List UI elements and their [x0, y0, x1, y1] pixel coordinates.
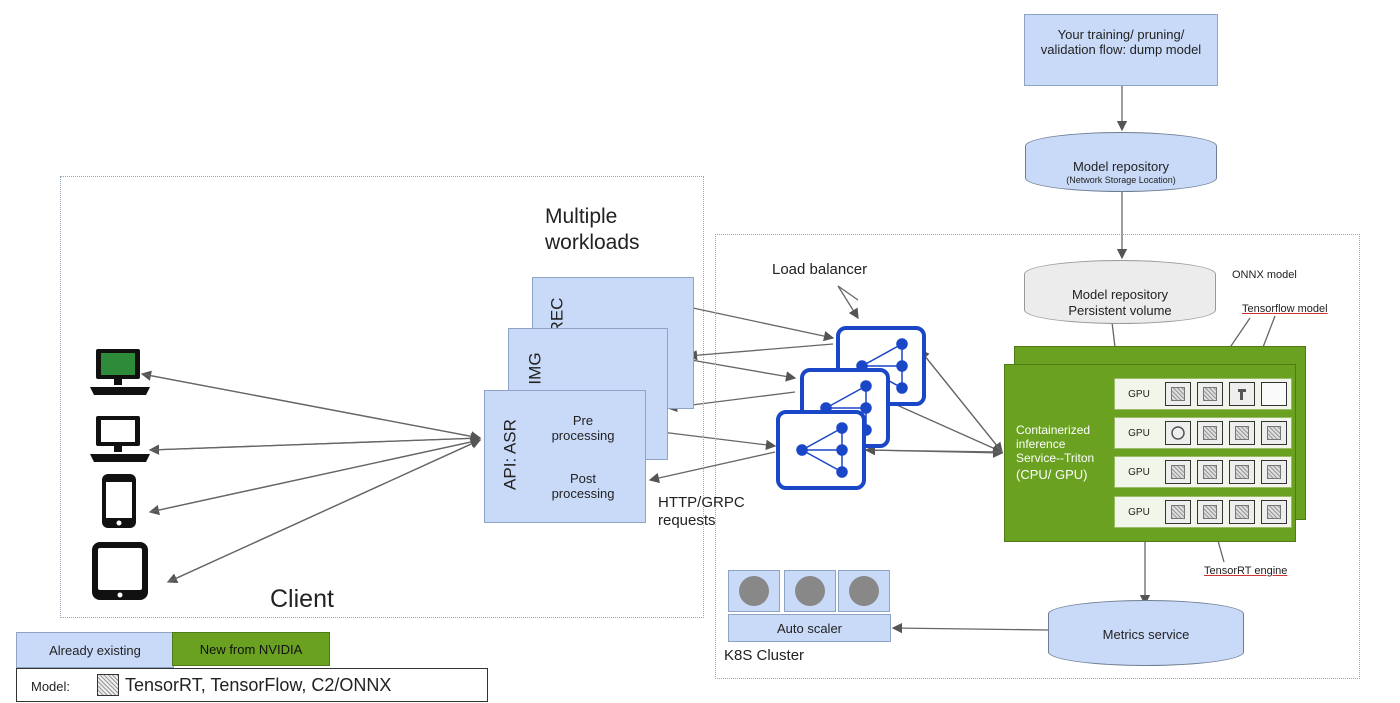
tensorflow-model-label: Tensorflow model [1242, 303, 1328, 315]
tensorrt-engine-label: TensorRT engine [1204, 565, 1288, 577]
tensorrt-engine-icon [1165, 500, 1191, 524]
empty-slot [1261, 382, 1287, 406]
persistent-volume-cylinder: Model repository Persistent volume [1024, 260, 1216, 324]
legend-model-prefix: Model: [31, 679, 71, 694]
k8s-cluster-label: K8S Cluster [724, 647, 805, 664]
pre-processing-label: Pre processing [551, 413, 615, 443]
workload-img-label: IMG [525, 352, 545, 385]
k8s-node-1 [728, 570, 780, 612]
gpu-label: GPU [1128, 467, 1150, 478]
gpu-row-2: GPU [1114, 417, 1292, 449]
gpu-label: GPU [1128, 389, 1150, 400]
network-icon [796, 422, 848, 478]
k8s-node-3 [838, 570, 890, 612]
legend-model: Model: TensorRT, TensorFlow, C2/ONNX [16, 668, 488, 702]
tensorrt-engine-icon [1229, 460, 1255, 484]
tensorrt-engine-icon [1229, 421, 1255, 445]
tensorflow-model-icon [1229, 382, 1255, 406]
workload-asr: API: ASR Pre processing Post processing [484, 390, 646, 523]
tensorrt-engine-icon [1229, 500, 1255, 524]
server-region [715, 234, 1360, 679]
gpu-row-1: GPU [1114, 378, 1292, 410]
persistent-volume-sub: Persistent volume [1068, 303, 1172, 318]
desktop-computer-icon [90, 349, 150, 395]
triton-label: Containerized inference Service--Triton [1016, 423, 1095, 465]
tensorrt-engine-icon [1197, 500, 1223, 524]
metrics-service-label: Metrics service [1102, 627, 1190, 642]
laptop-icon [90, 416, 150, 462]
training-flow-label: Your training/ pruning/ validation flow:… [1040, 27, 1202, 57]
legend-model-list: TensorRT, TensorFlow, C2/ONNX [125, 675, 392, 695]
client-label: Client [270, 585, 334, 613]
training-flow-box: Your training/ pruning/ validation flow:… [1024, 14, 1218, 86]
smartphone-icon [102, 474, 136, 528]
auto-scaler-label: Auto scaler [776, 621, 843, 636]
tensorrt-engine-icon [97, 674, 119, 696]
k8s-node-2 [784, 570, 836, 612]
legend-existing-label: Already existing [49, 643, 141, 658]
metrics-service-cylinder: Metrics service [1048, 600, 1244, 666]
tensorrt-engine-icon [1261, 500, 1287, 524]
persistent-volume-title: Model repository [1071, 287, 1169, 302]
gpu-label: GPU [1128, 507, 1150, 518]
legend-nvidia-label: New from NVIDIA [199, 642, 303, 657]
kubernetes-helm-icon [795, 576, 825, 606]
client-region [60, 176, 704, 618]
auto-scaler-box: Auto scaler [728, 614, 891, 642]
gpu-row-4: GPU [1114, 496, 1292, 528]
gpu-label: GPU [1128, 428, 1150, 439]
tensorrt-engine-icon [1261, 460, 1287, 484]
onnx-model-label: ONNX model [1232, 269, 1297, 281]
model-repository-sublabel: (Network Storage Location) [1066, 175, 1176, 185]
tensorrt-engine-icon [1197, 460, 1223, 484]
load-balancer-label: Load balancer [772, 261, 868, 278]
tensorrt-engine-icon [1165, 460, 1191, 484]
kubernetes-helm-icon [739, 576, 769, 606]
tensorrt-engine-icon [1197, 382, 1223, 406]
tensorrt-engine-icon [1165, 382, 1191, 406]
tensorrt-engine-icon [1261, 421, 1287, 445]
legend-nvidia: New from NVIDIA [172, 632, 330, 666]
onnx-model-icon [1165, 421, 1191, 445]
gpu-row-3: GPU [1114, 456, 1292, 488]
post-processing-label: Post processing [551, 471, 615, 501]
multiple-workloads-label: Multiple workloads [545, 205, 640, 254]
kubernetes-helm-icon [849, 576, 879, 606]
triton-sublabel: (CPU/ GPU) [1016, 467, 1088, 482]
legend-existing: Already existing [16, 632, 174, 668]
load-balancer-1 [776, 410, 866, 490]
model-repository-cylinder: Model repository (Network Storage Locati… [1025, 132, 1217, 192]
workload-asr-label: API: ASR [500, 419, 520, 490]
tensorrt-engine-icon [1197, 421, 1223, 445]
tablet-icon [92, 542, 148, 600]
model-repository-label: Model repository [1072, 159, 1170, 174]
http-grpc-label: HTTP/GRPC requests [658, 494, 745, 529]
